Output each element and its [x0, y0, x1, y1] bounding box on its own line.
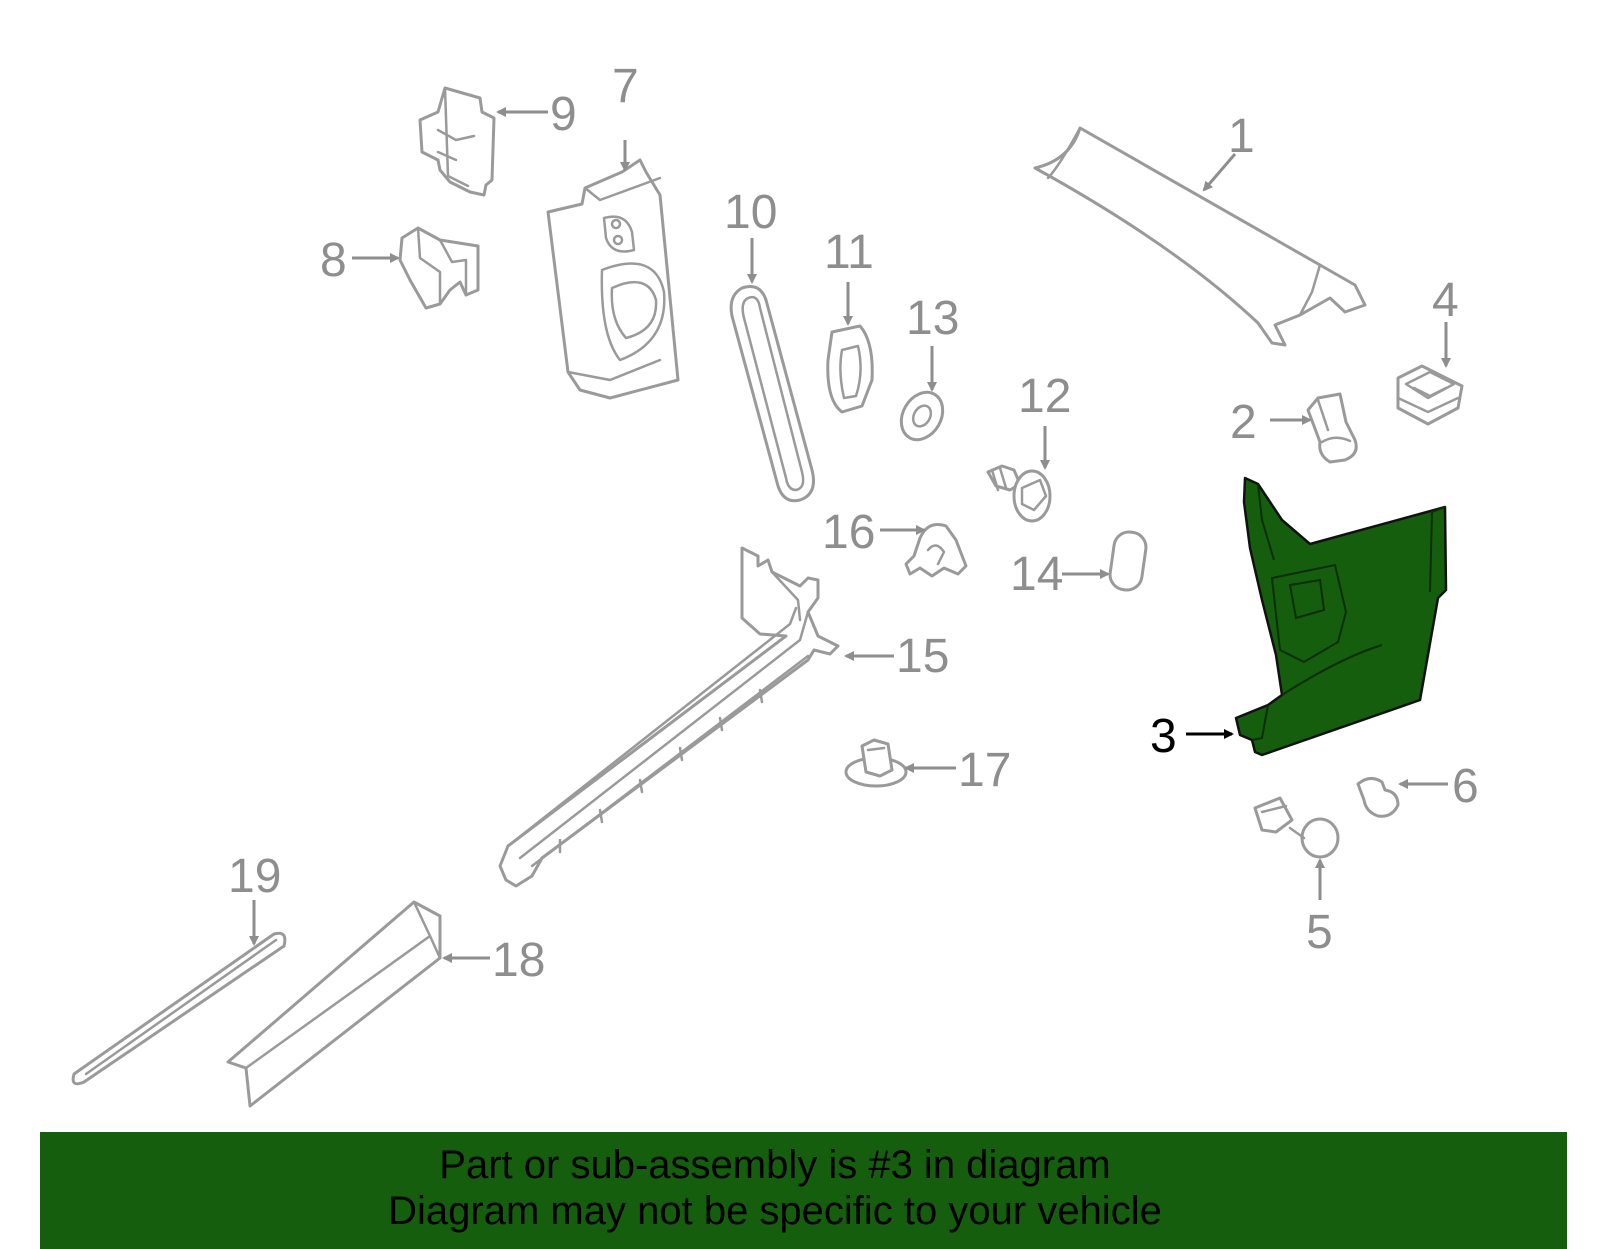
part-6-screw — [1356, 777, 1400, 818]
leader-1 — [1202, 153, 1237, 192]
callout-5: 5 — [1306, 906, 1333, 959]
part-12-screw — [986, 464, 1052, 523]
callout-18: 18 — [492, 934, 545, 987]
callout-3: 3 — [1150, 710, 1177, 763]
callout-13: 13 — [906, 292, 959, 345]
part-16-clip — [904, 523, 968, 578]
part-13-washer — [899, 390, 945, 442]
part-15-sill-trim — [498, 546, 840, 888]
part-19-trim-strip — [71, 931, 287, 1086]
info-banner: Part or sub-assembly is #3 in diagram Di… — [40, 1132, 1567, 1249]
banner-disclaimer: Diagram may not be specific to your vehi… — [388, 1189, 1162, 1233]
part-1-a-pillar-trim — [1033, 126, 1367, 347]
part-11-handle-cover — [826, 324, 874, 414]
part-8-bracket — [398, 226, 480, 310]
callout-4: 4 — [1432, 274, 1459, 327]
part-9-belt-guide — [418, 86, 496, 197]
callout-11: 11 — [824, 226, 874, 279]
part-10-trim-strip — [729, 285, 815, 503]
callout-14: 14 — [1010, 548, 1063, 601]
callout-16: 16 — [822, 506, 875, 559]
part-18-sill-cover — [226, 900, 442, 1108]
part-14-plug — [1108, 530, 1148, 592]
callout-9: 9 — [550, 88, 577, 141]
part-3-cowl-side-trim — [1234, 476, 1448, 757]
callout-10: 10 — [724, 186, 777, 239]
callout-19: 19 — [228, 850, 281, 903]
part-17-nut — [844, 738, 908, 788]
callout-15: 15 — [896, 630, 949, 683]
banner-part-note: Part or sub-assembly is #3 in diagram — [439, 1143, 1111, 1187]
callout-12: 12 — [1018, 370, 1071, 423]
part-4-retainer-clip — [1396, 364, 1464, 426]
part-5-push-pin — [1253, 796, 1340, 859]
callout-17: 17 — [958, 744, 1011, 797]
callout-7: 7 — [612, 60, 639, 113]
callout-8: 8 — [320, 234, 347, 287]
callout-6: 6 — [1452, 760, 1479, 813]
callout-1: 1 — [1228, 110, 1255, 163]
part-7-b-pillar-trim — [546, 158, 680, 400]
callout-numbers: 1 2 3 4 5 6 7 8 9 10 11 12 13 14 15 16 1… — [228, 60, 1479, 987]
callout-2: 2 — [1230, 396, 1257, 449]
part-2-clip — [1306, 392, 1358, 464]
callout-leaders — [249, 107, 1451, 963]
